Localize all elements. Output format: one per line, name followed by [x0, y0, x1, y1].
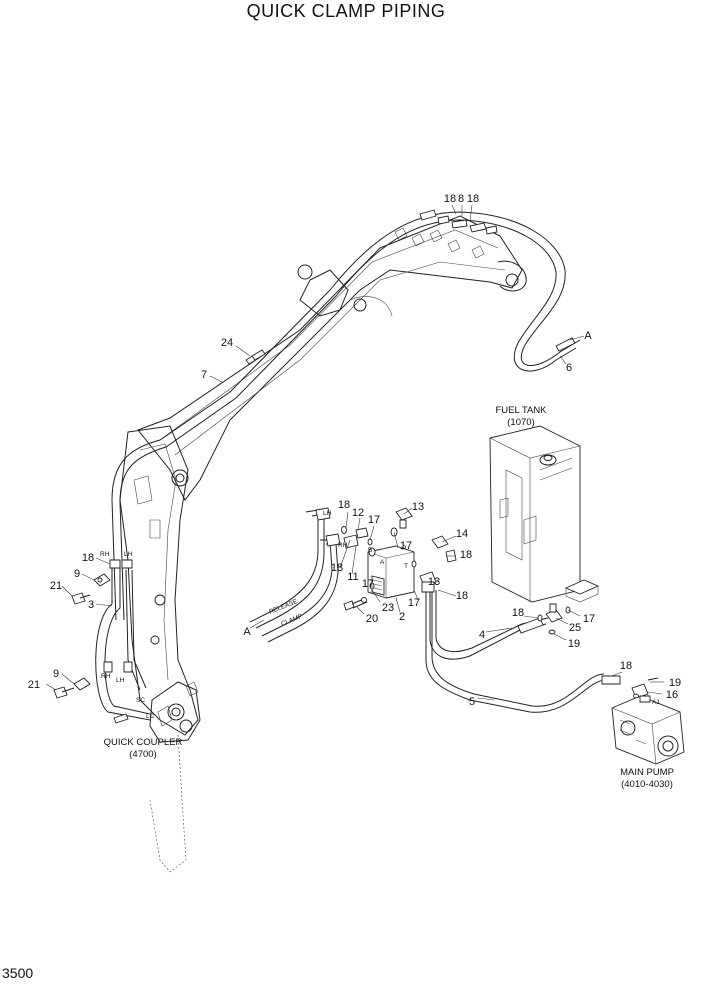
callout-18: 18 — [512, 607, 524, 619]
callout-17: 17 — [368, 514, 380, 526]
callout-19: 19 — [568, 638, 580, 650]
port-rh-arm: RH — [100, 551, 110, 558]
quick-coupler — [149, 681, 201, 743]
main-pump — [611, 677, 685, 765]
callout-18: 18 — [338, 499, 350, 511]
callout-19: 19 — [669, 677, 681, 689]
arm-boom-assembly — [119, 215, 527, 873]
callout-5: 5 — [469, 696, 475, 708]
callout-17: 17 — [362, 578, 374, 590]
callout-18: 18 — [620, 660, 632, 672]
callout-18: 18 — [467, 193, 479, 205]
callout-13: 13 — [412, 501, 424, 513]
callout-4: 4 — [479, 629, 485, 641]
callout-18: 18 — [456, 590, 468, 602]
callout-8: 8 — [458, 193, 464, 205]
port-lh-coupler: LH — [116, 677, 125, 684]
leader-lines — [45, 204, 664, 701]
callout-17: 17 — [400, 540, 412, 552]
callout-12: 12 — [352, 507, 364, 519]
main-pump-ref: (4010-4030) — [621, 779, 673, 790]
port-rh-coupler: RH — [101, 673, 111, 680]
tank-pump-hoses — [421, 549, 621, 713]
callout-21: 21 — [50, 580, 62, 592]
quick-coupler-ref: (4700) — [129, 749, 156, 760]
boom-hose-bundle — [111, 209, 581, 621]
fuel-tank-ref: (1070) — [507, 417, 534, 428]
callout-16: 16 — [666, 689, 678, 701]
loose-fittings-left — [53, 573, 111, 699]
callout-25: 25 — [569, 622, 581, 634]
callout-2: 2 — [399, 611, 405, 623]
callout-17: 17 — [583, 613, 595, 625]
callout-18: 18 — [331, 562, 343, 574]
fuel-tank — [489, 425, 600, 603]
callout-20: 20 — [366, 613, 378, 625]
port-rh-valve: RH — [338, 542, 348, 549]
callout-numbers: 18 8 18 A 6 24 7 18 9 21 3 9 21 18 12 17… — [28, 193, 681, 708]
fuel-tank-label: FUEL TANK — [495, 405, 547, 416]
callout-14: 14 — [456, 528, 468, 540]
port-a: A — [380, 559, 385, 566]
quick-coupler-label: QUICK COUPLER — [104, 737, 183, 748]
callout-23: 23 — [382, 602, 394, 614]
port-lh-valve: LH — [323, 510, 332, 517]
callout-9: 9 — [74, 568, 80, 580]
callout-11: 11 — [347, 571, 358, 583]
callout-6: 6 — [566, 362, 572, 374]
callout-17: 17 — [408, 597, 420, 609]
callout-9: 9 — [53, 668, 59, 680]
callout-a: A — [584, 330, 592, 342]
page-title: QUICK CLAMP PIPING — [247, 1, 446, 21]
callout-a: A — [243, 626, 251, 638]
port-b: B — [368, 547, 372, 554]
callout-18: 18 — [460, 549, 472, 561]
port-lh-arm: LH — [124, 551, 133, 558]
main-pump-label: MAIN PUMP — [620, 767, 674, 778]
callout-18: 18 — [82, 552, 94, 564]
port-t: T — [404, 563, 408, 570]
coupler-hose-loop — [95, 559, 151, 724]
callout-24: 24 — [221, 337, 233, 349]
callout-7: 7 — [201, 369, 207, 381]
port-sc: SC — [136, 697, 145, 704]
port-p: P — [402, 545, 406, 552]
solenoid-valve-assembly — [341, 507, 449, 611]
port-lc: LC — [146, 713, 155, 720]
page-number: 3500 — [2, 965, 33, 981]
callout-3: 3 — [88, 599, 94, 611]
port-a1: A1 — [652, 699, 660, 706]
release-clamp-hoses — [249, 507, 341, 643]
callout-21: 21 — [28, 679, 40, 691]
callout-18: 18 — [444, 193, 456, 205]
callout-13: 13 — [428, 576, 440, 588]
